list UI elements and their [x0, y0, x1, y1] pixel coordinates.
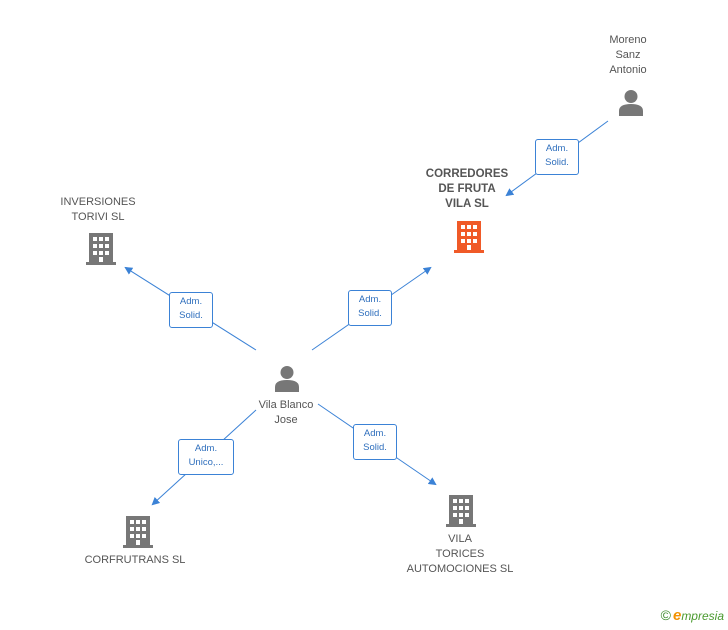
edge-badge-vila-corredores[interactable]: Adm. Solid.: [348, 290, 392, 326]
person-icon[interactable]: [617, 88, 645, 116]
edge-badge-vila-torices[interactable]: Adm. Solid.: [353, 424, 397, 460]
badge-line-type: Solid.: [545, 157, 569, 168]
node-label-moreno: Moreno Sanz Antonio: [609, 34, 647, 76]
node-label-vila-torices: VILA TORICES AUTOMOCIONES SL: [406, 533, 514, 575]
brand-logo: ©empresia: [661, 607, 724, 624]
badge-line-type: Unico,...: [188, 457, 224, 468]
badge-line-role: Adm.: [179, 296, 203, 307]
badge-line-type: Solid.: [363, 442, 387, 453]
badge-line-type: Solid.: [358, 308, 382, 319]
badge-line-role: Adm.: [358, 294, 382, 305]
node-label-inversiones: INVERSIONES TORIVI SL: [60, 196, 136, 223]
badge-line-role: Adm.: [545, 143, 569, 154]
edge-badge-moreno-corredores[interactable]: Adm. Solid.: [535, 139, 579, 175]
badge-line-role: Adm.: [363, 428, 387, 439]
building-icon[interactable]: [121, 513, 155, 549]
person-icon[interactable]: [273, 364, 301, 392]
copyright-icon: ©: [660, 607, 671, 623]
edge-badge-vila-corfrutrans[interactable]: Adm. Unico,...: [178, 439, 234, 475]
brand-name: mpresia: [681, 609, 724, 623]
building-icon[interactable]: [444, 492, 478, 528]
node-label-vila-blanco: Vila Blanco Jose: [258, 399, 314, 426]
brand-initial: e: [672, 607, 682, 624]
node-label-corfrutrans: CORFRUTRANS SL: [84, 554, 186, 566]
edge-badge-vila-inversiones[interactable]: Adm. Solid.: [169, 292, 213, 328]
badge-line-role: Adm.: [194, 443, 218, 454]
building-icon[interactable]: [84, 230, 118, 266]
building-icon[interactable]: [452, 218, 486, 254]
badge-line-type: Solid.: [179, 310, 203, 321]
node-label-corredores: CORREDORES DE FRUTA VILA SL: [425, 168, 509, 210]
